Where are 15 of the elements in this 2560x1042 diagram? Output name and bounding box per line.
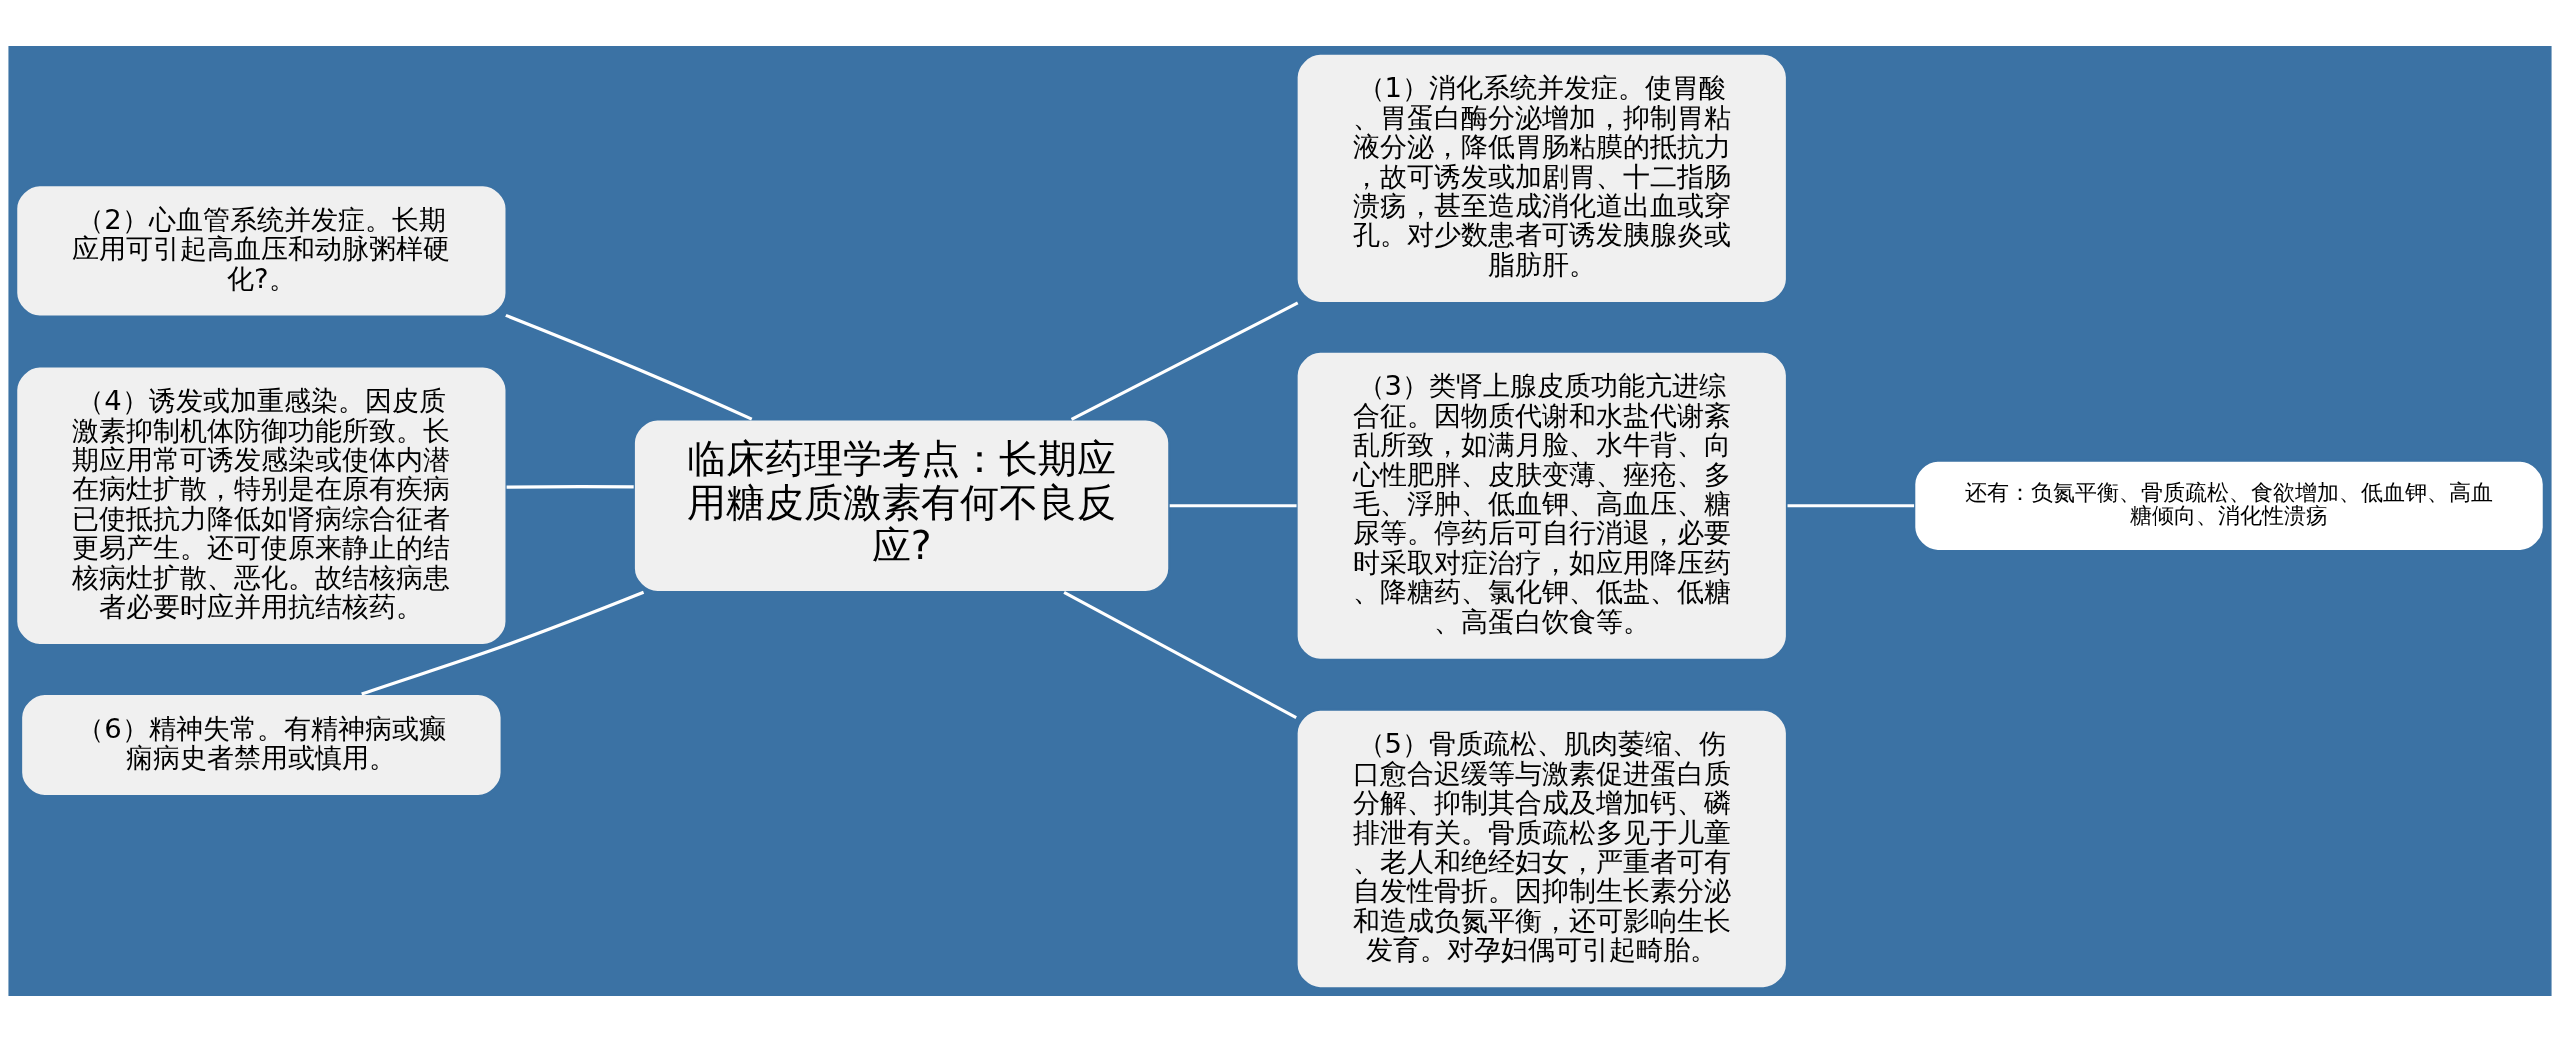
connector: [1169, 504, 1297, 508]
node-box: （3）类肾上腺皮质功能亢进综合征。因物质代谢和水盐代谢紊乱所致，如满月脸、水牛背、向心性肥胖、皮肤变薄、痤疮、多毛、浮肿、低血钾、高血压、糖尿等。停药后可自行消退，必要时采取对症治疗，如应用降压药、降糖药、氯化钾、低盐、低糖、高蛋白饮食等。: [1295, 350, 1788, 661]
connector: [1063, 591, 1297, 719]
node-box: （1）消化系统并发症。使胃酸、胃蛋白酶分泌增加，抑制胃粘液分泌，降低胃肠粘膜的抵抗力，故可诱发或加剧胃、十二指肠溃疡，甚至造成消化道出血或穿孔。对少数患者可诱发胰腺炎或脂肪肝。: [1295, 52, 1788, 304]
node-box: （2）心血管系统并发症。长期应用可引起高血压和动脉粥样硬化?。: [15, 184, 508, 318]
node-box: 还有：负氮平衡、骨质疏松、食欲增加、低血钾、高血糖倾向、消化性溃疡: [1913, 459, 2545, 552]
connector: [506, 485, 634, 489]
node-box: （4）诱发或加重感染。因皮质激素抑制机体防御功能所致。长期应用常可诱发感染或使体内潜在病灶扩散，特别是在原有疾病已使抵抗力降低如肾病综合征者更易产生。还可使原来静止的结核病灶扩散、恶化。故结核病患者必要时应并用抗结核药。: [15, 365, 508, 646]
node-box: （5）骨质疏松、肌肉萎缩、伤口愈合迟缓等与激素促进蛋白质分解、抑制其合成及增加钙、磷排泄有关。骨质疏松多见于儿童、老人和绝经妇女，严重者可有自发性骨折。因抑制生长素分泌和造成负氮平衡，还可影响生长发育。对孕妇偶可引起畸胎。: [1295, 708, 1788, 990]
node-box: 临床药理学考点：长期应用糖皮质激素有何不良反应?: [632, 418, 1171, 594]
connector: [1787, 504, 1915, 508]
connector: [504, 313, 753, 421]
connector: [361, 590, 645, 696]
connector: [1070, 301, 1299, 421]
node-box: （6）精神失常。有精神病或癫痫病史者禁用或慎用。: [20, 693, 503, 797]
